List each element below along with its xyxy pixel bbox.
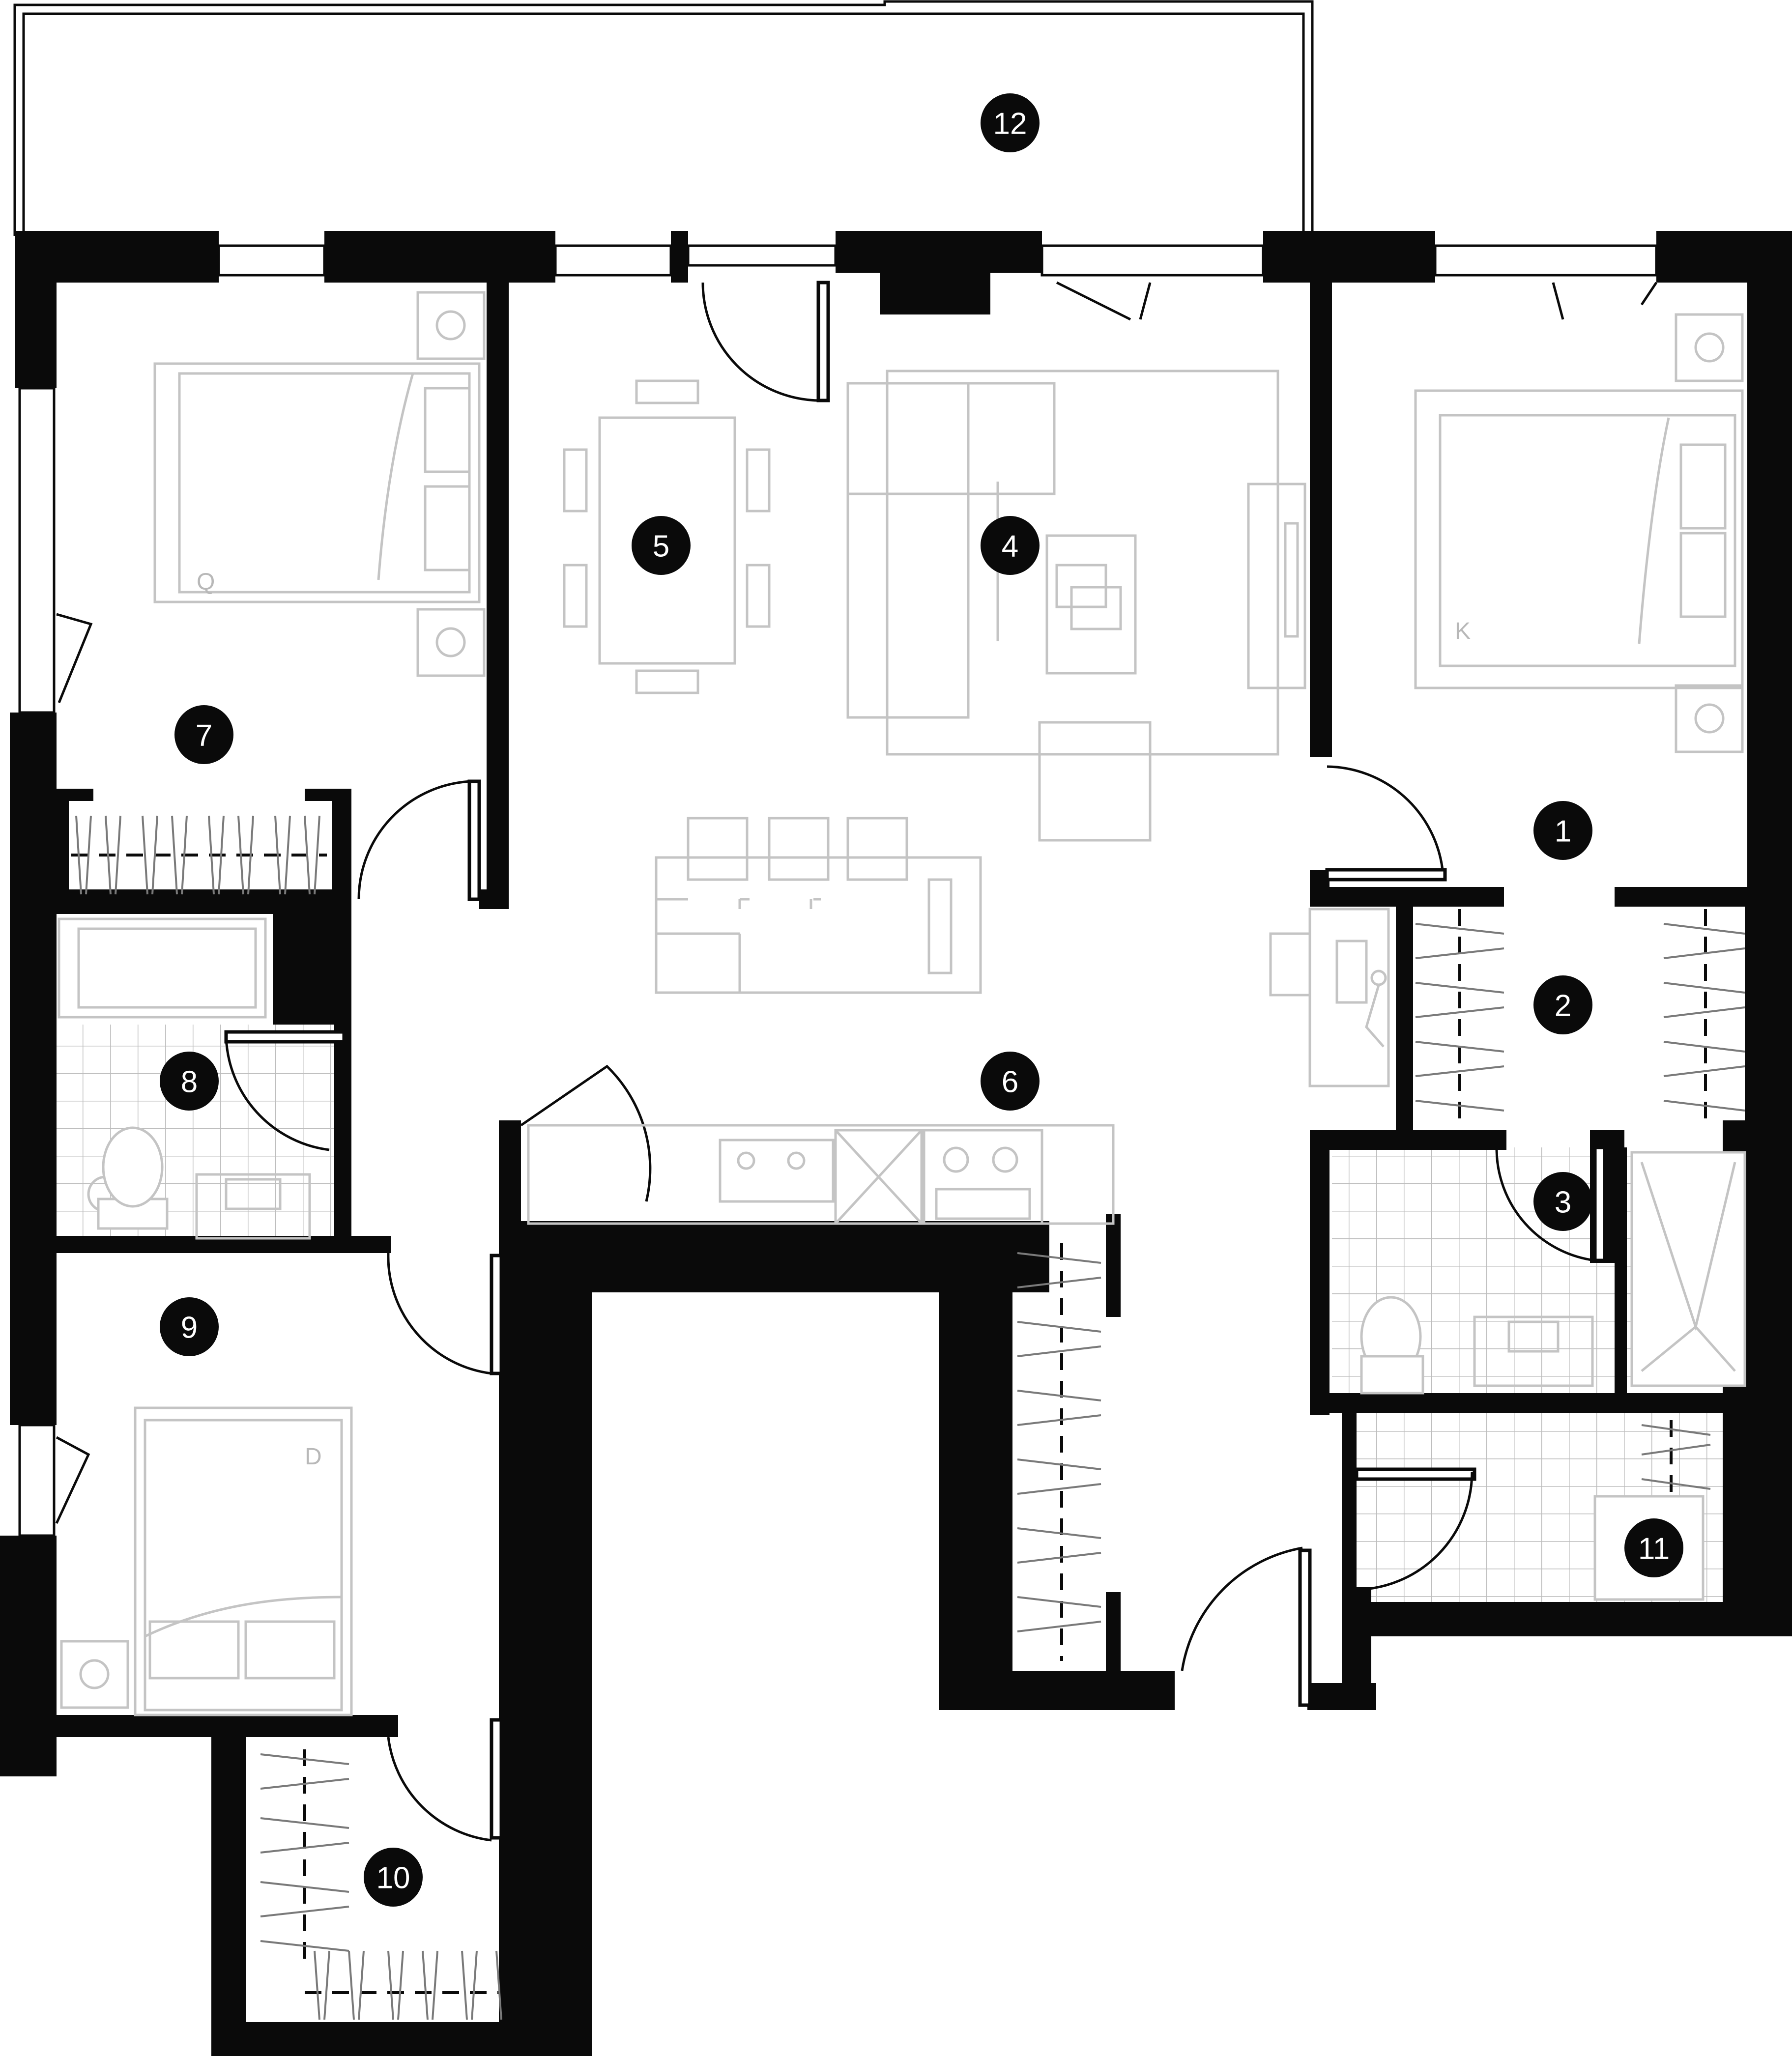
furniture-dining-5 <box>563 379 771 694</box>
room-marker-1: 1 <box>1533 801 1592 860</box>
room-marker-3: 3 <box>1533 1172 1592 1231</box>
closet-11-hangers <box>1641 1420 1711 1494</box>
room-marker-label: 6 <box>1002 1065 1018 1099</box>
balcony-outline <box>13 0 1314 236</box>
room-marker-4: 4 <box>981 516 1040 575</box>
bed-letter-double: D <box>305 1444 322 1470</box>
room-marker-label: 4 <box>1002 530 1018 564</box>
room-marker-12: 12 <box>981 93 1040 152</box>
room-marker-11: 11 <box>1624 1518 1683 1577</box>
room-marker-10: 10 <box>364 1848 423 1907</box>
room-marker-label: 9 <box>181 1311 198 1345</box>
room-marker-label: 12 <box>993 107 1027 141</box>
room-marker-7: 7 <box>174 705 233 764</box>
bed-letter-king: K <box>1455 618 1471 644</box>
doors <box>55 281 1658 1842</box>
furniture-bedroom-7 <box>153 291 486 677</box>
furniture-bath-8 <box>58 917 311 1240</box>
bed-letter-queen: Q <box>197 569 215 595</box>
furniture-kitchen-island <box>655 817 982 994</box>
walls <box>0 231 1792 2056</box>
room-marker-label: 3 <box>1555 1186 1571 1220</box>
furniture-bath-3 <box>1360 1151 1746 1395</box>
furniture-bedroom-9 <box>60 1406 353 1716</box>
furniture-desk-1 <box>1269 908 1390 1087</box>
room-marker-2: 2 <box>1533 975 1592 1034</box>
closet-2-hangers <box>1415 909 1745 1125</box>
room-marker-9: 9 <box>160 1297 219 1356</box>
furniture-kitchen-counter <box>527 1124 1115 1225</box>
room-marker-label: 1 <box>1555 815 1571 849</box>
room-marker-5: 5 <box>632 516 691 575</box>
room-marker-label: 10 <box>376 1861 410 1895</box>
room-marker-label: 2 <box>1555 989 1571 1023</box>
room-marker-8: 8 <box>160 1052 219 1111</box>
room-marker-6: 6 <box>981 1052 1040 1111</box>
room-marker-label: 7 <box>196 719 212 753</box>
furniture-bedroom-1 <box>1414 313 1744 753</box>
furniture-living-4 <box>846 370 1306 842</box>
room-marker-label: 11 <box>1638 1532 1670 1566</box>
closet-10-hangers <box>260 1749 511 2020</box>
room-marker-label: 8 <box>181 1065 198 1099</box>
closet-pantry-hangers <box>1017 1243 1101 1661</box>
closet-7-hangers <box>71 815 327 895</box>
room-marker-label: 5 <box>653 530 669 564</box>
